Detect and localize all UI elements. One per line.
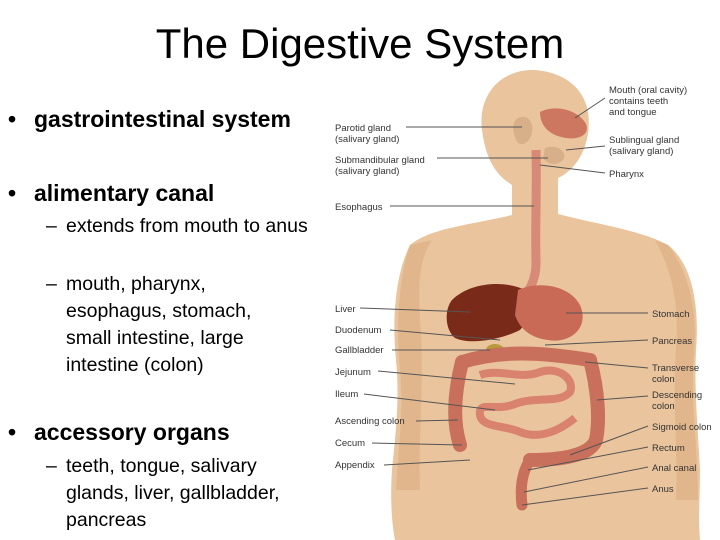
- torso-shading-right: [655, 240, 698, 500]
- leader-line-ascending-colon: [415, 419, 459, 422]
- label-duodenum: Duodenum: [335, 325, 382, 336]
- slide-title: The Digestive System: [155, 20, 565, 67]
- leader-line-liver: [359, 307, 471, 313]
- leader-line-appendix: [383, 459, 471, 466]
- sub-bullet-text: teeth, tongue, salivary glands, liver, g…: [66, 455, 280, 531]
- label-ascending-colon: Ascending colon: [335, 416, 405, 427]
- bullet-text: accessory organs: [34, 419, 230, 445]
- bullet-dot: •: [8, 419, 17, 445]
- leader-line-cecum: [371, 442, 463, 446]
- label-submandibular-gland: Submandibular gland (salivary gland): [335, 155, 427, 177]
- right-labels: Mouth (oral cavity) contains teeth and t…: [609, 85, 712, 495]
- rectum-shape: [515, 454, 536, 511]
- label-pharynx: Pharynx: [609, 169, 644, 180]
- torso-illustration: [391, 70, 700, 540]
- sub-bullet-dash: –: [46, 215, 57, 237]
- leader-line-ileum: [363, 393, 496, 411]
- label-esophagus: Esophagus: [335, 202, 383, 213]
- mouth-cavity: [540, 108, 587, 139]
- sub-bullet-text: mouth, pharynx, esophagus, stomach, smal…: [66, 273, 252, 376]
- stomach-shape: [515, 285, 583, 341]
- leader-line-anal-canal: [523, 466, 649, 493]
- liver-shape: [446, 284, 530, 342]
- bullet-gastrointestinal-system: • gastrointestinal system: [8, 106, 291, 133]
- label-line: colon: [652, 374, 675, 385]
- label-stomach: Stomach: [652, 309, 690, 320]
- label-mouth: Mouth (oral cavity) contains teeth and t…: [609, 85, 690, 118]
- label-rectum: Rectum: [652, 443, 685, 454]
- bullet-dot: •: [8, 106, 17, 132]
- leader-line-rectum: [527, 446, 649, 471]
- label-anal-canal: Anal canal: [652, 463, 696, 474]
- label-line: Submandibular gland: [335, 155, 425, 166]
- label-line: and tongue: [609, 107, 657, 118]
- left-labels: Parotid gland (salivary gland) Submandib…: [335, 123, 427, 471]
- label-transverse-colon: Transverse colon: [652, 363, 702, 385]
- label-line: (salivary gland): [609, 146, 673, 157]
- label-pancreas: Pancreas: [652, 336, 692, 347]
- leader-line-mouth: [574, 97, 606, 119]
- bullet-alimentary-canal: • alimentary canal: [8, 180, 214, 207]
- label-parotid-gland: Parotid gland (salivary gland): [335, 123, 399, 145]
- sub-bullet-organs: – mouth, pharynx, esophagus, stomach, sm…: [46, 271, 286, 379]
- transverse-colon-shape: [455, 346, 597, 369]
- sub-bullet-dash: –: [46, 455, 57, 477]
- label-line: Transverse: [652, 363, 699, 374]
- leader-line-sublingual: [565, 145, 606, 151]
- leader-line-duodenum: [389, 329, 501, 341]
- leader-lines: [359, 97, 649, 506]
- bullet-list: • gastrointestinal system • alimentary can…: [0, 0, 330, 540]
- label-ileum: Ileum: [335, 389, 358, 400]
- label-jejunum: Jejunum: [335, 367, 371, 378]
- leader-line-anus: [521, 487, 649, 506]
- sub-bullet-text: extends from mouth to anus: [66, 215, 308, 237]
- label-line: (salivary gland): [335, 134, 399, 145]
- label-line: Sublingual gland: [609, 135, 679, 146]
- label-line: contains teeth: [609, 96, 668, 107]
- label-anus: Anus: [652, 484, 674, 495]
- leader-line-descending-colon: [596, 395, 649, 401]
- sub-bullet-extends: – extends from mouth to anus: [46, 213, 316, 240]
- ascending-colon-shape: [448, 355, 469, 452]
- leader-line-jejunum: [377, 370, 516, 385]
- bullet-dot: •: [8, 180, 17, 206]
- label-cecum: Cecum: [335, 438, 365, 449]
- label-descending-colon: Descending colon: [652, 390, 705, 412]
- descending-colon-shape: [523, 353, 605, 467]
- bullet-text: alimentary canal: [34, 180, 215, 206]
- torso-shading: [396, 240, 432, 490]
- label-line: colon: [652, 401, 675, 412]
- bullet-accessory-organs: • accessory organs: [8, 419, 230, 446]
- label-appendix: Appendix: [335, 460, 375, 471]
- label-liver: Liver: [335, 304, 356, 315]
- leader-line-pancreas: [544, 339, 649, 346]
- label-line: Parotid gland: [335, 123, 391, 134]
- label-line: Mouth (oral cavity): [609, 85, 687, 96]
- leader-line-transverse-colon: [584, 361, 649, 369]
- sub-bullet-accessory: – teeth, tongue, salivary glands, liver,…: [46, 453, 308, 534]
- label-line: (salivary gland): [335, 166, 399, 177]
- small-intestine-shape: [475, 366, 578, 439]
- label-sigmoid-colon: Sigmoid colon: [652, 422, 712, 433]
- label-sublingual-gland: Sublingual gland (salivary gland): [609, 135, 682, 157]
- parotid-gland-shape: [513, 116, 533, 145]
- bullet-text: gastrointestinal system: [34, 106, 291, 132]
- sub-bullet-dash: –: [46, 273, 57, 295]
- submandibular-gland-shape: [543, 146, 565, 164]
- label-line: Descending: [652, 390, 702, 401]
- label-gallbladder: Gallbladder: [335, 345, 384, 356]
- leader-line-sigmoid-colon: [569, 425, 649, 456]
- leader-line-pharynx: [539, 164, 606, 174]
